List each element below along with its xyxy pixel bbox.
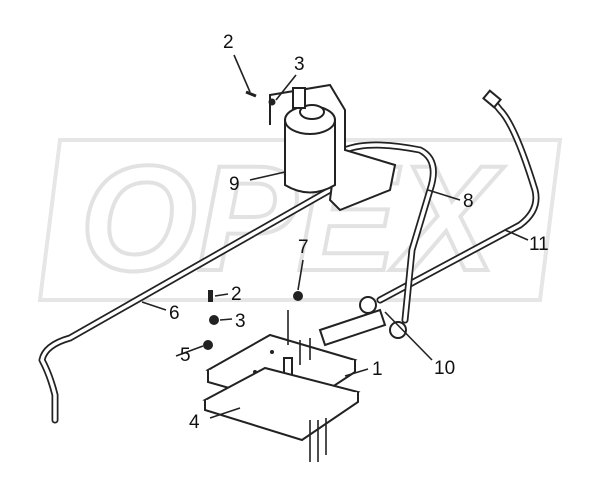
pipe-8	[341, 141, 437, 324]
base-plate-4	[202, 366, 361, 462]
washer-3	[209, 315, 219, 325]
leader-lines	[141, 54, 529, 419]
callout-3-bottom: 3	[235, 311, 246, 332]
nut-7	[293, 291, 303, 301]
screw-2-top	[245, 90, 257, 98]
fitting-10	[299, 296, 407, 365]
callout-4: 4	[189, 412, 200, 433]
callout-2-top: 2	[223, 32, 234, 53]
pipe-11	[376, 89, 540, 304]
nut-5	[203, 340, 213, 350]
callout-9: 9	[229, 174, 240, 195]
callout-7: 7	[298, 237, 309, 258]
callout-2-bottom: 2	[231, 284, 242, 305]
callout-5: 5	[180, 345, 191, 366]
callout-3-top: 3	[294, 54, 305, 75]
small-fasteners	[203, 90, 303, 350]
screw-2	[208, 290, 213, 302]
washer-3-top	[268, 98, 276, 106]
reservoir-9	[269, 83, 397, 212]
callout-6: 6	[169, 303, 180, 324]
callout-8: 8	[463, 191, 474, 212]
callout-1: 1	[372, 359, 383, 380]
callout-10: 10	[434, 358, 455, 379]
callout-11: 11	[529, 234, 549, 255]
